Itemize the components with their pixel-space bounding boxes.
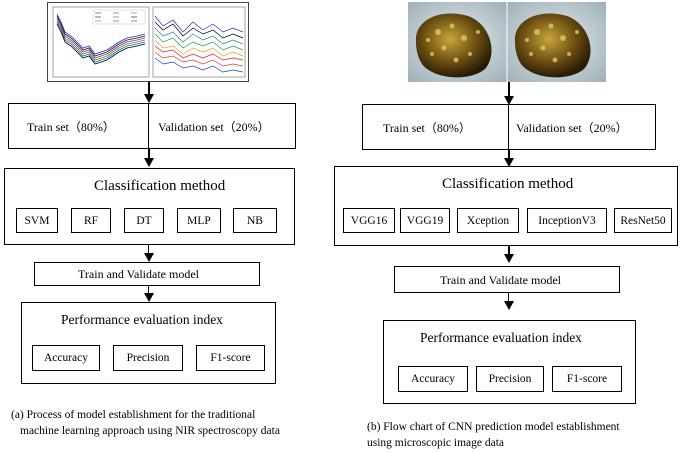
train-set-label: Train set（80%） (383, 121, 471, 135)
arrow-head (504, 158, 514, 167)
classification-method-title: Classification method (442, 176, 574, 192)
arrow-line (148, 82, 150, 96)
metric-f1-score: F1-score (196, 345, 265, 371)
method-mlp: MLP (177, 208, 221, 233)
caption-line-2: machine learning approach using NIR spec… (20, 425, 280, 437)
arrow-head (504, 96, 514, 105)
method-nb: NB (233, 208, 277, 233)
method-svm: SVM (16, 208, 58, 233)
arrow-line (148, 286, 149, 295)
arrow-head (144, 253, 154, 262)
method-rf: RF (71, 208, 111, 233)
train-validate-box (34, 262, 260, 286)
arrow-head (504, 301, 514, 310)
classification-method-title: Classification method (94, 178, 226, 194)
performance-evaluation-title: Performance evaluation index (420, 330, 582, 345)
caption-line-1: (b) Flow chart of CNN prediction model e… (367, 421, 620, 433)
method-vgg16: VGG16 (343, 208, 395, 233)
validation-set-label: Validation set（20%） (158, 120, 270, 134)
method-inceptionv3: InceptionV3 (527, 208, 607, 233)
split-divider (148, 103, 149, 149)
arrow-head (144, 158, 154, 167)
metric-accuracy: Accuracy (398, 366, 468, 392)
performance-evaluation-title: Performance evaluation index (61, 312, 223, 327)
arrow-head (144, 293, 154, 302)
arrow-line (508, 82, 510, 98)
metric-precision: Precision (476, 366, 544, 392)
method-dt: DT (124, 208, 164, 233)
train-set-label: Train set（80%） (27, 120, 115, 134)
train-validate-label: Train and Validate model (78, 267, 199, 281)
arrow-head (504, 254, 514, 263)
metric-accuracy: Accuracy (32, 345, 100, 371)
arrow-line (508, 150, 510, 160)
arrow-line (508, 246, 510, 256)
metric-f1-score: F1-score (552, 366, 622, 392)
arrow-line (148, 245, 149, 255)
arrow-line (508, 293, 509, 303)
train-validate-label: Train and Validate model (440, 273, 561, 287)
method-vgg19: VGG19 (400, 208, 450, 233)
train-validate-box (394, 266, 620, 293)
arrow-line (148, 149, 150, 159)
arrow-head (144, 94, 154, 103)
nir-spectra-plots (47, 2, 249, 82)
seed-microscope-images (408, 2, 606, 82)
metric-precision: Precision (113, 345, 183, 371)
data-split-box (362, 104, 656, 150)
caption-line-1: (a) Process of model establishment for t… (11, 409, 256, 421)
method-xception: Xception (457, 208, 519, 233)
method-resnet50: ResNet50 (614, 208, 672, 233)
caption-line-2: using microscopic image data (367, 437, 505, 449)
data-split-box (8, 103, 296, 149)
split-divider (508, 104, 509, 150)
validation-set-label: Validation set（20%） (516, 121, 628, 135)
